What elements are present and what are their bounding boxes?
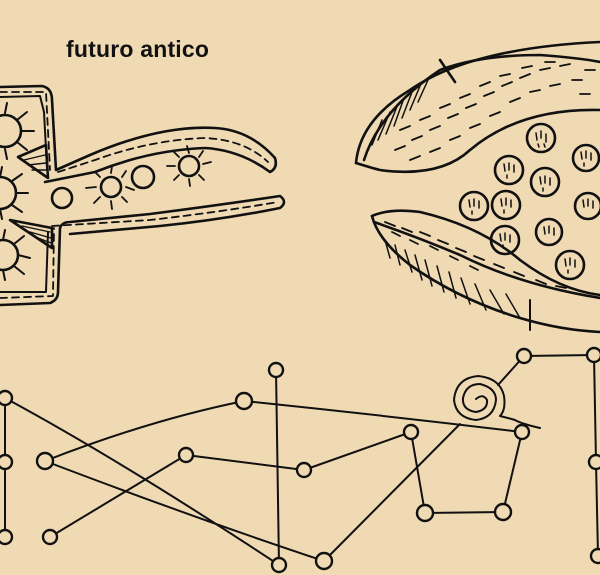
shell-with-dots-illustration [354, 40, 600, 334]
constellation-network-illustration [4, 354, 599, 566]
boat-with-suns-illustration [0, 84, 286, 307]
page-title: futuro antico [66, 36, 210, 62]
